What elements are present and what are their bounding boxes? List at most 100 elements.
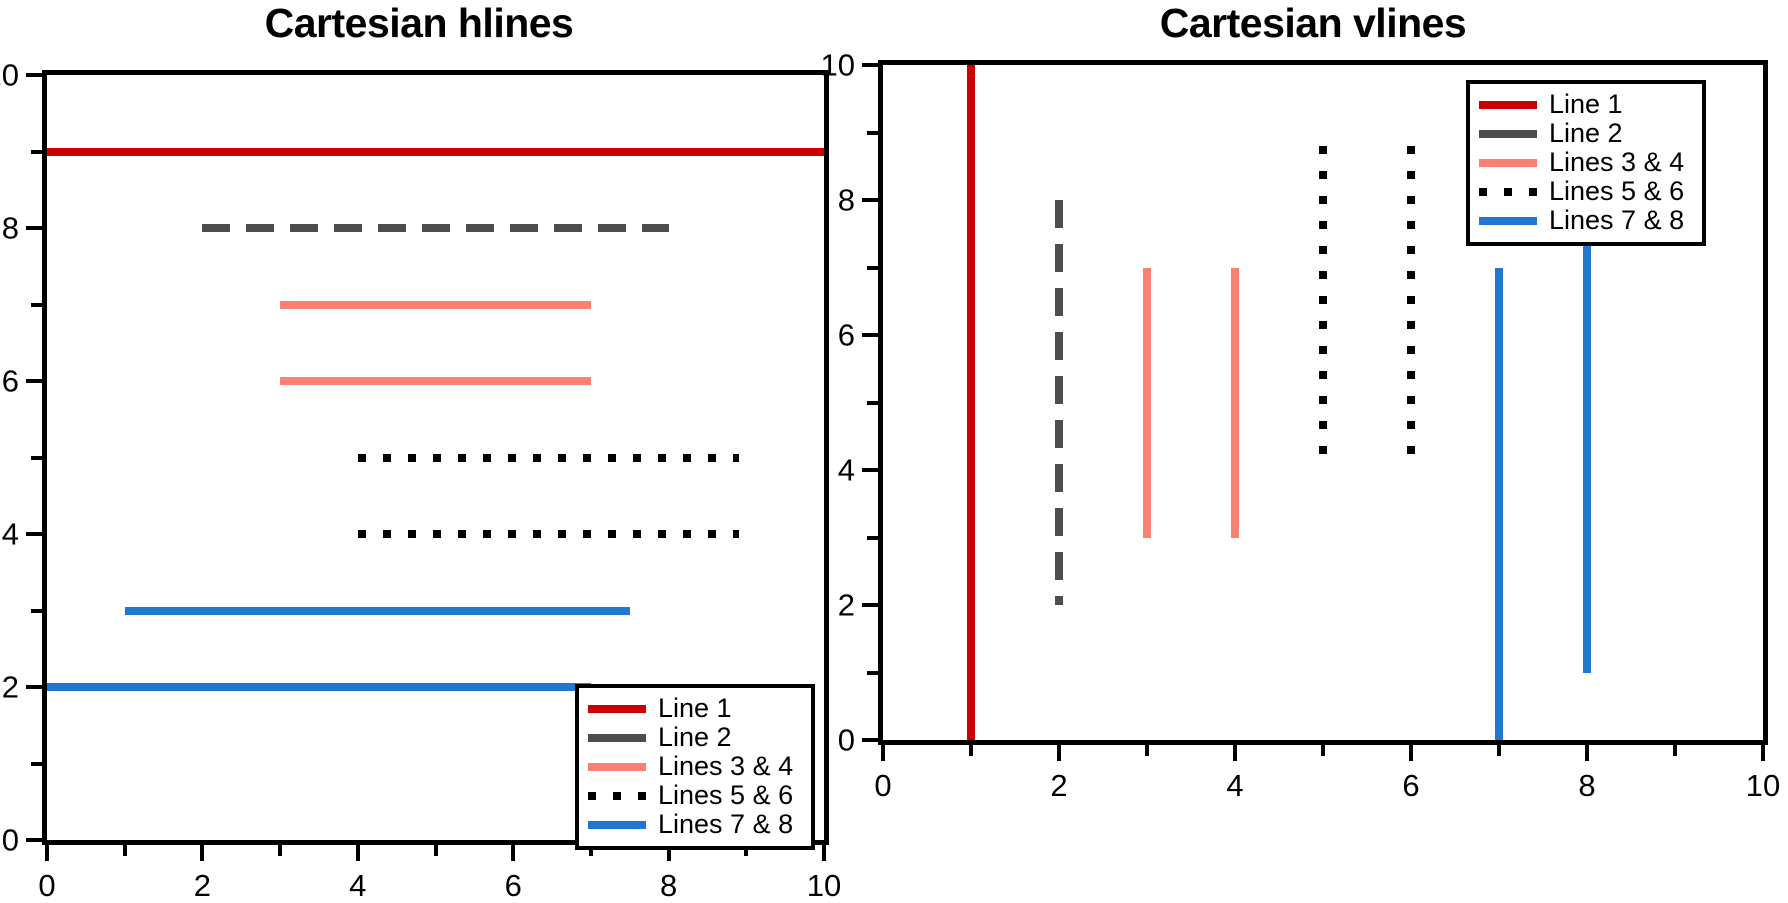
x-tick-major-4 bbox=[1233, 745, 1237, 761]
legend-item-5[interactable]: Lines 7 & 8 bbox=[588, 810, 801, 839]
legend-item-3[interactable]: Lines 3 & 4 bbox=[1479, 148, 1692, 177]
x-tick-major-2 bbox=[1057, 745, 1061, 761]
y-tick-label-4: 4 bbox=[1, 516, 19, 552]
legend-swatch-icon-5 bbox=[1479, 210, 1537, 232]
x-tick-major-0 bbox=[881, 745, 885, 761]
legend-swatch-icon-1 bbox=[588, 698, 646, 720]
legend-line-sample bbox=[1479, 129, 1537, 138]
hline-line-3 bbox=[280, 300, 591, 309]
x-tick-minor-1 bbox=[969, 745, 973, 756]
legend-item-2[interactable]: Line 2 bbox=[1479, 119, 1692, 148]
y-tick-label-6: 6 bbox=[837, 317, 855, 353]
legend-item-label: Lines 5 & 6 bbox=[1549, 176, 1685, 206]
x-tick-minor-1 bbox=[122, 845, 127, 856]
y-tick-major-8 bbox=[862, 198, 878, 202]
legend-item-1[interactable]: Line 1 bbox=[588, 694, 801, 723]
legend-item-5[interactable]: Lines 7 & 8 bbox=[1479, 206, 1692, 235]
hline-line-8 bbox=[47, 683, 591, 691]
legend-item-3[interactable]: Lines 3 & 4 bbox=[588, 752, 801, 781]
legend-item-label: Lines 3 & 4 bbox=[1549, 147, 1685, 177]
x-tick-minor-9 bbox=[744, 845, 749, 856]
x-tick-label-8: 8 bbox=[659, 868, 678, 903]
x-tick-major-10 bbox=[822, 845, 826, 861]
x-tick-label-0: 0 bbox=[38, 868, 56, 903]
hline-line-2 bbox=[202, 224, 669, 232]
x-tick-minor-7 bbox=[1497, 745, 1501, 756]
legend-line-sample bbox=[588, 762, 646, 771]
y-tick-label-2: 2 bbox=[837, 587, 855, 623]
x-tick-label-10: 10 bbox=[1745, 768, 1781, 803]
legend-item-4[interactable]: Lines 5 & 6 bbox=[588, 781, 801, 810]
y-tick-label-4: 4 bbox=[837, 452, 855, 488]
y-tick-major-8 bbox=[26, 226, 42, 230]
y-tick-major-6 bbox=[862, 333, 878, 337]
hline-line-7 bbox=[124, 606, 630, 615]
x-tick-major-2 bbox=[200, 845, 205, 861]
legend-item-2[interactable]: Line 2 bbox=[588, 723, 801, 752]
x-tick-label-2: 2 bbox=[1050, 768, 1068, 803]
x-tick-major-10 bbox=[1761, 745, 1765, 761]
legend-line-sample bbox=[588, 704, 646, 713]
x-tick-major-6 bbox=[511, 845, 516, 861]
vline-line-1 bbox=[967, 65, 975, 740]
y-tick-minor-1 bbox=[867, 670, 878, 675]
y-tick-major-4 bbox=[26, 532, 42, 536]
legend-line-sample bbox=[588, 791, 646, 800]
y-tick-major-0 bbox=[862, 738, 878, 742]
legend-item-4[interactable]: Lines 5 & 6 bbox=[1479, 177, 1692, 206]
y-tick-major-4 bbox=[862, 468, 878, 472]
y-tick-minor-3 bbox=[867, 535, 878, 540]
x-tick-label-6: 6 bbox=[504, 868, 522, 903]
y-tick-label-10: 10 bbox=[0, 57, 19, 93]
legend-line-sample bbox=[1479, 187, 1537, 196]
legend-item-label: Line 2 bbox=[1549, 118, 1623, 148]
y-tick-label-10: 10 bbox=[820, 47, 855, 83]
plot-area-vlines bbox=[883, 65, 1763, 740]
y-tick-minor-9 bbox=[31, 149, 42, 154]
legend-item-1[interactable]: Line 1 bbox=[1479, 90, 1692, 119]
y-tick-label-8: 8 bbox=[837, 182, 855, 218]
x-tick-minor-3 bbox=[278, 845, 283, 856]
x-tick-label-4: 4 bbox=[349, 868, 367, 903]
legend-swatch-icon-5 bbox=[588, 814, 646, 836]
hline-line-1 bbox=[47, 147, 824, 156]
legend-item-label: Lines 3 & 4 bbox=[658, 751, 794, 781]
legend-item-label: Line 1 bbox=[1549, 89, 1623, 119]
vline-line-4 bbox=[1231, 267, 1239, 538]
y-tick-major-10 bbox=[26, 73, 42, 77]
x-tick-minor-5 bbox=[1321, 745, 1325, 756]
legend-item-label: Line 2 bbox=[658, 722, 732, 752]
legend-line-sample bbox=[1479, 100, 1537, 109]
x-tick-major-4 bbox=[355, 845, 360, 861]
legend-swatch-icon-4 bbox=[1479, 181, 1537, 203]
vline-line-5 bbox=[1319, 146, 1327, 470]
legend-line-sample bbox=[1479, 158, 1537, 167]
legend-swatch-icon-2 bbox=[588, 727, 646, 749]
y-tick-minor-3 bbox=[31, 608, 42, 613]
legend-line-sample bbox=[588, 733, 646, 742]
y-tick-minor-9 bbox=[867, 130, 878, 135]
y-tick-minor-7 bbox=[867, 265, 878, 270]
y-tick-label-0: 0 bbox=[837, 722, 855, 758]
legend-swatch-icon-3 bbox=[1479, 152, 1537, 174]
x-tick-label-8: 8 bbox=[1578, 768, 1596, 803]
y-tick-minor-5 bbox=[867, 400, 878, 405]
x-tick-major-6 bbox=[1409, 745, 1413, 761]
legend-swatch-icon-4 bbox=[588, 785, 646, 807]
y-tick-label-2: 2 bbox=[1, 669, 19, 705]
vline-line-7 bbox=[1495, 267, 1503, 740]
legend-item-label: Lines 5 & 6 bbox=[658, 780, 794, 810]
page-title-hlines: Cartesian hlines bbox=[264, 0, 574, 46]
x-tick-minor-9 bbox=[1673, 745, 1677, 756]
legend-line-sample bbox=[588, 820, 646, 829]
legend-item-label: Lines 7 & 8 bbox=[658, 809, 794, 839]
x-tick-minor-5 bbox=[433, 845, 438, 856]
vline-line-8 bbox=[1583, 233, 1591, 673]
legend-item-label: Lines 7 & 8 bbox=[1549, 205, 1685, 235]
y-tick-major-6 bbox=[26, 379, 42, 383]
x-tick-major-8 bbox=[666, 845, 671, 861]
